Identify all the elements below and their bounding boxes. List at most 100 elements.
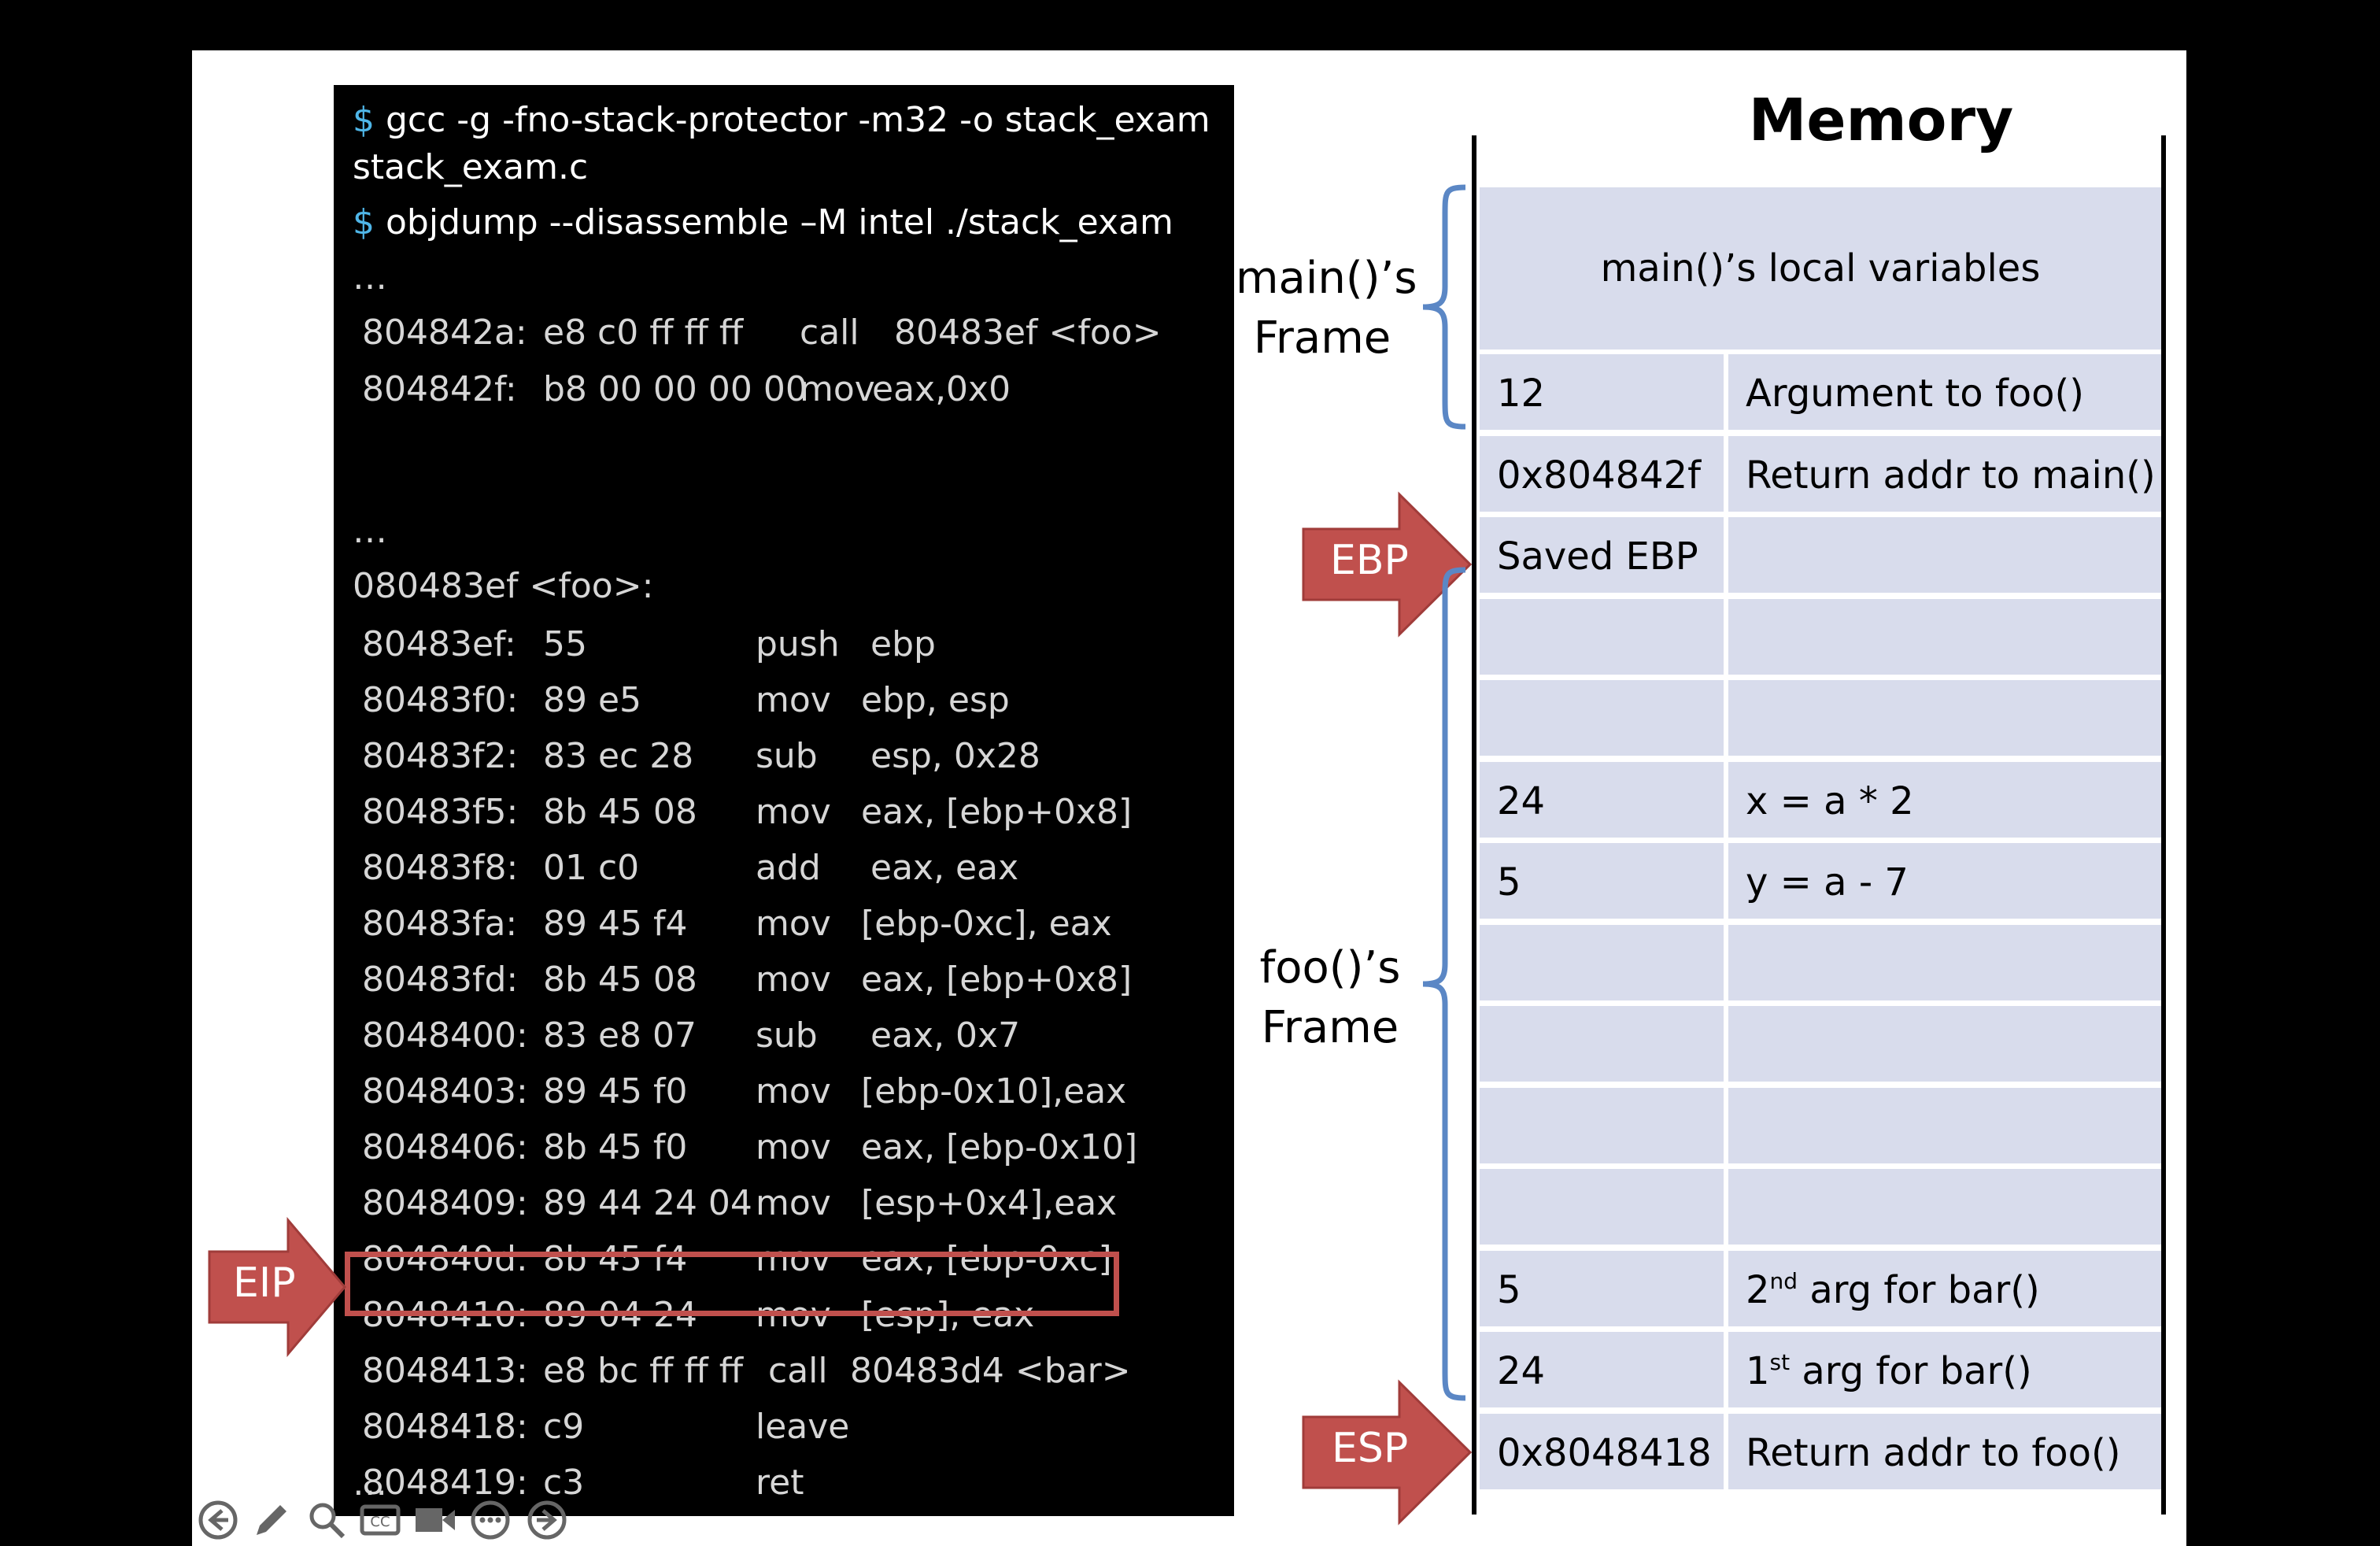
- memory-value-cell: [1480, 1088, 1724, 1163]
- memory-value-cell: 0x8048418: [1480, 1414, 1724, 1489]
- instruction-operands: eax, [ebp+0x8]: [861, 792, 1133, 832]
- ebp-arrow: [1302, 491, 1473, 638]
- memory-value-cell: [1480, 1006, 1724, 1082]
- instruction-opcode: mov: [800, 369, 875, 409]
- instruction-address: 80483f0:: [362, 680, 519, 720]
- desc-number: 1: [1746, 1349, 1770, 1393]
- instruction-opcode: call: [800, 313, 859, 353]
- instruction-bytes: 89 44 24 04: [543, 1183, 752, 1223]
- terminal-panel: $gcc -g -fno-stack-protector -m32 -o sta…: [334, 85, 1234, 1516]
- eip-arrow: [208, 1217, 346, 1357]
- video-icon[interactable]: [414, 1499, 456, 1541]
- command-text: gcc -g -fno-stack-protector -m32 -o stac…: [386, 100, 1210, 140]
- instruction-operands: eax, eax: [870, 848, 1019, 888]
- instruction-address: 8048418:: [362, 1407, 528, 1447]
- forward-icon[interactable]: [526, 1499, 568, 1541]
- memory-desc-cell: [1728, 599, 2161, 675]
- instruction-opcode: mov: [756, 792, 831, 832]
- instruction-address: 8048419:: [362, 1463, 528, 1503]
- memory-value-cell: 5: [1480, 1251, 1724, 1326]
- desc-number: 2: [1746, 1268, 1770, 1312]
- instruction-opcode: mov: [756, 1071, 831, 1111]
- memory-desc-cell: x = a * 2: [1728, 762, 2161, 838]
- instruction-opcode: mov: [756, 1127, 831, 1167]
- instruction-bytes: 8b 45 08: [543, 960, 697, 1000]
- search-icon[interactable]: [305, 1499, 348, 1541]
- memory-desc-cell: 2nd arg for bar(): [1728, 1251, 2161, 1326]
- desc-text: arg for bar(): [1790, 1349, 2032, 1393]
- memory-left-wall: [1472, 135, 1476, 1515]
- instruction-operands: eax, [ebp-0xc]: [861, 1239, 1112, 1279]
- instruction-address: 8048409:: [362, 1183, 528, 1223]
- memory-value-cell: 5: [1480, 843, 1724, 919]
- ordinal-suffix: st: [1769, 1349, 1791, 1375]
- instruction-bytes: 55: [543, 624, 587, 664]
- instruction-operands: esp, 0x28: [870, 736, 1040, 776]
- instruction-bytes: b8 00 00 00 00: [543, 369, 808, 409]
- instruction-operands: [esp+0x4],eax: [861, 1183, 1118, 1223]
- instruction-address: 80483f8:: [362, 848, 519, 888]
- instruction-opcode: mov: [756, 904, 831, 944]
- memory-value-cell: 24: [1480, 762, 1724, 838]
- pen-icon[interactable]: [250, 1499, 293, 1541]
- memory-desc-cell: [1728, 680, 2161, 756]
- instruction-bytes: 89 45 f4: [543, 904, 688, 944]
- instruction-address: 804842f:: [362, 369, 517, 409]
- instruction-operands: ebp: [870, 624, 936, 664]
- memory-title: Memory: [1748, 87, 2014, 154]
- main-frame-label: main()’s Frame: [1236, 249, 1417, 368]
- frame-label-line: Frame: [1261, 1002, 1399, 1053]
- instruction-address: 80483f5:: [362, 792, 519, 832]
- back-icon[interactable]: [197, 1499, 239, 1541]
- instruction-operands: [ebp-0x10],eax: [861, 1071, 1127, 1111]
- memory-value-cell: [1480, 925, 1724, 1000]
- instruction-opcode: call: [768, 1351, 828, 1391]
- instruction-bytes: 89 e5: [543, 680, 642, 720]
- memory-value-cell: 0x804842f: [1480, 436, 1724, 512]
- esp-arrow: [1302, 1379, 1473, 1526]
- instruction-operands: [ebp-0xc], eax: [861, 904, 1112, 944]
- command-line: $gcc -g -fno-stack-protector -m32 -o sta…: [353, 93, 1210, 148]
- esp-label: ESP: [1332, 1425, 1409, 1472]
- instruction-opcode: mov: [756, 960, 831, 1000]
- instruction-bytes: 83 e8 07: [543, 1015, 697, 1056]
- instruction-operands: 80483d4 <bar>: [850, 1351, 1131, 1391]
- memory-value-cell: [1480, 680, 1724, 756]
- captions-icon[interactable]: CC: [359, 1499, 401, 1541]
- instruction-address: 80483ef:: [362, 624, 516, 664]
- command-line: $objdump --disassemble –M intel ./stack_…: [353, 195, 1173, 250]
- command-line: stack_exam.c: [353, 140, 588, 195]
- instruction-operands: eax, 0x7: [870, 1015, 1021, 1056]
- memory-desc-cell: Return addr to foo(): [1728, 1414, 2161, 1489]
- memory-value-cell: Saved EBP: [1480, 517, 1724, 593]
- instruction-bytes: 01 c0: [543, 848, 640, 888]
- instruction-bytes: 8b 45 f0: [543, 1127, 688, 1167]
- instruction-bytes: c3: [543, 1463, 585, 1503]
- main-locals-cell: main()’s local variables: [1480, 187, 2161, 350]
- more-icon[interactable]: [469, 1499, 512, 1541]
- instruction-opcode: sub: [756, 736, 818, 776]
- instruction-address: 8048406:: [362, 1127, 528, 1167]
- instruction-operands: 80483ef <foo>: [894, 313, 1162, 353]
- instruction-operands: eax,0x0: [872, 369, 1011, 409]
- frame-label-line: main()’s: [1236, 253, 1417, 304]
- current-instruction-highlight: [345, 1252, 1119, 1316]
- instruction-address: 8048403:: [362, 1071, 528, 1111]
- instruction-operands: eax, [ebp-0x10]: [861, 1127, 1138, 1167]
- instruction-opcode: mov: [756, 680, 831, 720]
- instruction-address: 804842a:: [362, 313, 527, 353]
- instruction-opcode: push: [756, 624, 840, 664]
- instruction-address: 80483fd:: [362, 960, 519, 1000]
- instruction-opcode: mov: [756, 1239, 831, 1279]
